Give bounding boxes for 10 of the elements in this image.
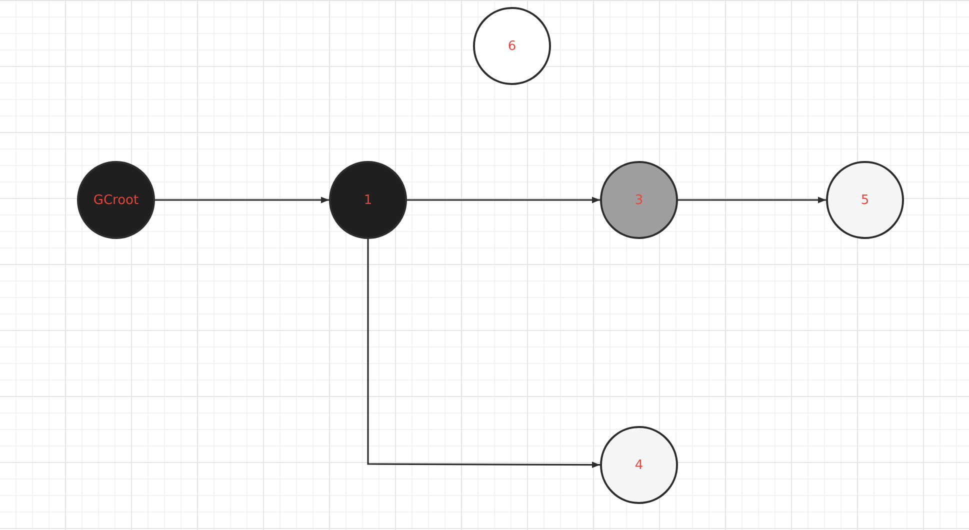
arrow <box>367 239 600 468</box>
node-label: 5 <box>860 192 870 208</box>
node-label: 4 <box>634 458 644 472</box>
node-label: 3 <box>634 192 644 208</box>
arrow <box>155 196 329 204</box>
node-label: 1 <box>364 192 372 208</box>
node-label: GCroot <box>93 192 139 208</box>
arrow <box>407 196 600 204</box>
node-label: 6 <box>508 38 516 54</box>
arrow <box>678 196 826 204</box>
